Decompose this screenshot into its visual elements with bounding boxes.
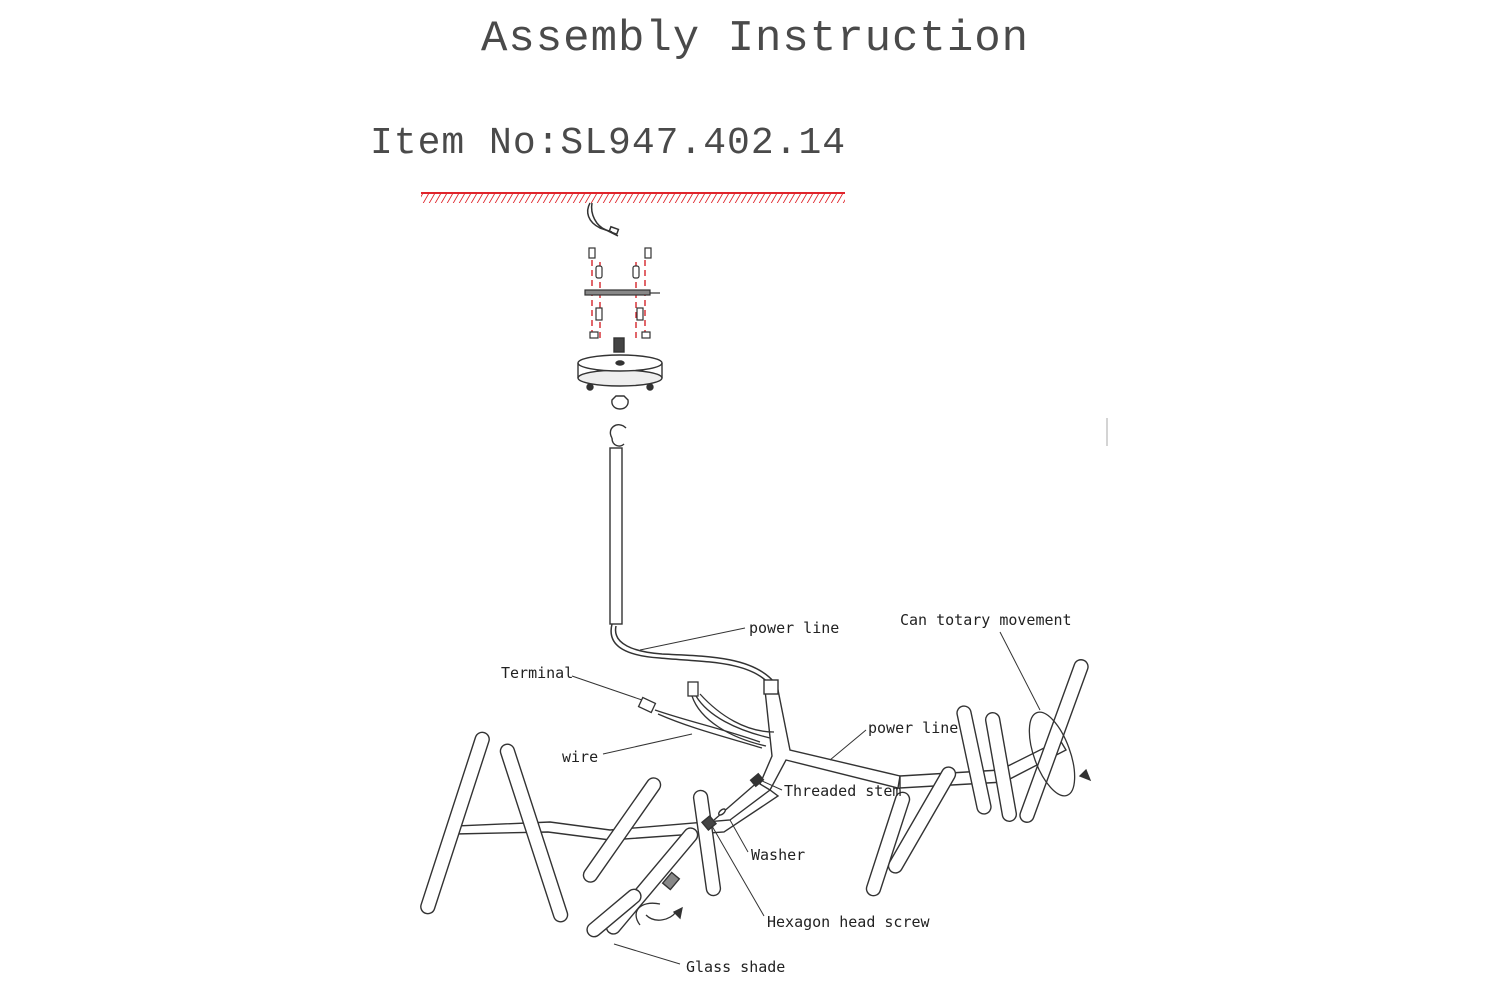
power-line-cable <box>610 623 775 686</box>
power-line-label-top: power line <box>749 619 840 637</box>
hexagon-screw-label: Hexagon head screw <box>767 913 930 931</box>
canopy <box>577 337 663 410</box>
down-rod <box>609 424 627 625</box>
terminal-label: Terminal <box>501 664 574 682</box>
rotation-arrows <box>635 711 1092 926</box>
power-line-label-mid: power line <box>868 719 959 737</box>
threaded-stem-label: Threaded stem <box>784 782 902 800</box>
page-title: Assembly Instruction <box>480 14 1030 64</box>
terminal-wires <box>637 681 775 749</box>
rotary-movement-label: Can totary movement <box>900 611 1072 629</box>
glass-shade-label: Glass shade <box>686 958 786 976</box>
wire-label: wire <box>562 748 599 766</box>
washer-label: Washer <box>751 846 806 864</box>
glass-rods <box>420 659 1089 938</box>
mounting-bracket <box>584 247 660 340</box>
leader-lines <box>571 627 1041 965</box>
ceiling <box>421 192 845 203</box>
ceiling-wires <box>587 202 620 237</box>
item-number: Item No:SL947.402.14 <box>370 122 847 165</box>
